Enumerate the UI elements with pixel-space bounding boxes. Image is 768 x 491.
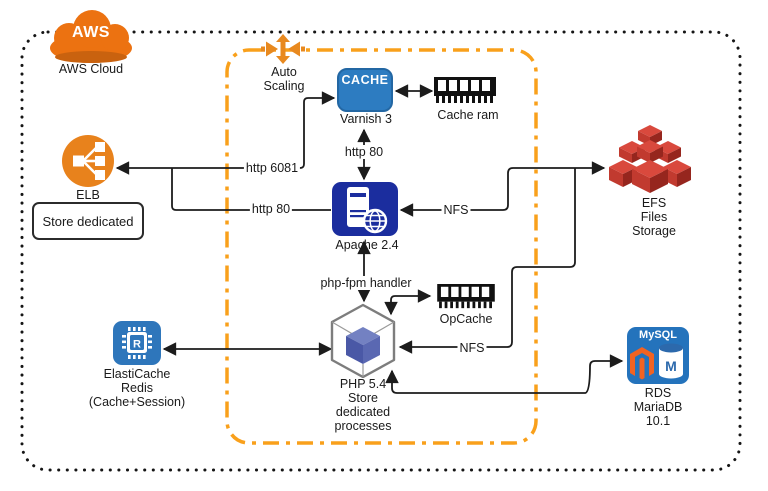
elb-icon [62, 135, 114, 187]
store-dedicated-box: Store dedicated [32, 202, 144, 240]
apache-label: Apache 2.4 [335, 238, 399, 252]
efs-node [606, 124, 694, 201]
elasticache-node: R [113, 321, 161, 365]
auto-scaling-icon [261, 34, 305, 64]
rds-node: MySQL M [627, 327, 689, 384]
auto-scaling-node [261, 34, 305, 69]
mariadb-cylinder-icon: M [659, 343, 683, 379]
edge-label-nfs-apache: NFS [441, 203, 471, 217]
rds-label: RDS MariaDB 10.1 [633, 386, 683, 428]
edge-efs-php [398, 168, 576, 354]
php-package-icon [330, 303, 396, 379]
varnish-label: Varnish 3 [340, 112, 392, 126]
edge-label-nfs-php: NFS [457, 341, 487, 355]
edge-rds-php [385, 354, 624, 394]
apache-node [332, 182, 398, 236]
aws-cloud-label: AWS Cloud [58, 62, 124, 76]
ram-icon [437, 284, 495, 309]
store-dedicated-label: Store dedicated [42, 213, 134, 229]
cache-ram-label: Cache ram [437, 108, 499, 122]
mysql-badge: MySQL [639, 329, 677, 341]
edge-efs-apache [399, 161, 606, 217]
elasticache-chip-letter: R [133, 339, 141, 351]
elasticache-chip-icon: R [122, 327, 152, 359]
ram-icon [434, 77, 496, 103]
edge-php-opcache [384, 289, 432, 316]
apache-server-icon [347, 187, 388, 234]
varnish-cache-badge: CACHE [341, 73, 389, 87]
edge-label-phpfpm: php-fpm handler [318, 276, 414, 290]
edge-label-http-80-elb: http 80 [249, 202, 293, 216]
elb-node [61, 134, 115, 193]
varnish-node: CACHE [337, 68, 393, 112]
edge-label-http-80-varnish: http 80 [342, 145, 386, 159]
rds-icon: M [630, 343, 683, 380]
opcache-label: OpCache [439, 312, 493, 326]
efs-label: EFS Files Storage [632, 196, 676, 238]
cache-ram-node [434, 77, 496, 110]
edge-apache-elb [171, 168, 331, 211]
edge-varnish-elb [115, 91, 336, 175]
edge-label-http-6081: http 6081 [243, 161, 301, 175]
php-node [328, 302, 398, 383]
auto-scaling-group-boundary [225, 48, 538, 445]
elb-label: ELB [76, 188, 100, 202]
aws-logo-text: AWS [72, 24, 110, 41]
php-label: PHP 5.4 Store dedicated processes [334, 377, 392, 433]
opcache-node [437, 284, 495, 315]
aws-cloud-node [42, 8, 140, 64]
elasticache-label: ElastiCache Redis (Cache+Session) [88, 367, 186, 409]
magento-icon [630, 347, 654, 380]
efs-icon [609, 125, 691, 193]
aws-cloud-icon [50, 10, 132, 63]
cylinder-letter: M [665, 358, 677, 374]
auto-scaling-label: Auto Scaling [263, 65, 305, 93]
